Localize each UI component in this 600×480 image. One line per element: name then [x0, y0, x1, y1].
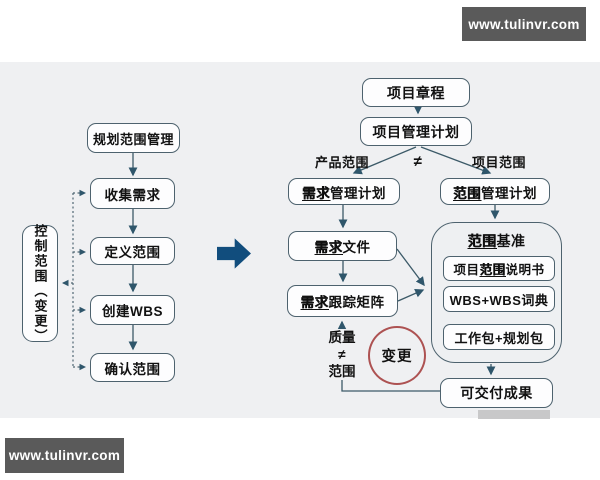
node-label-em: 范围	[453, 185, 481, 201]
node-label-em: 需求	[300, 295, 329, 310]
node-label: 规划范围管理	[92, 131, 174, 147]
watermark-top: www.tulinvr.com	[462, 7, 586, 41]
node-requirements-traceability-matrix: 需求跟踪矩阵	[287, 285, 398, 317]
title-rest: 基准	[496, 233, 526, 249]
node-label: 项目章程	[387, 84, 445, 101]
node-label: 管理计划	[330, 185, 386, 201]
change-label: 变更	[381, 349, 413, 365]
node-validate-scope: 确认范围	[90, 353, 175, 382]
node-project-management-plan: 项目管理计划	[360, 117, 472, 146]
node-label-em: 需求	[314, 240, 343, 255]
label-project-scope: 项目范围	[471, 155, 526, 170]
node-project-charter: 项目章程	[362, 78, 470, 107]
scope-line: 范围	[328, 364, 356, 379]
shadow-smudge	[478, 410, 550, 419]
node-label: 管理计划	[481, 185, 537, 201]
node-label: 创建WBS	[102, 304, 163, 319]
node-create-wbs: 创建WBS	[90, 295, 175, 325]
node-label-em: 范围	[479, 263, 506, 277]
label-not-equal: ≠	[413, 153, 423, 170]
label-product-scope: 产品范围	[314, 155, 369, 170]
scope-baseline-title: 范围基准	[431, 231, 562, 251]
node-requirements-management-plan: 需求管理计划	[288, 178, 400, 205]
node-label: 说明书	[505, 263, 545, 277]
change-circle: 变更	[368, 326, 426, 385]
node-label: 项目管理计划	[372, 123, 460, 140]
node-scope-management-plan: 范围管理计划	[440, 178, 550, 205]
node-label: 确认范围	[104, 361, 161, 377]
node-plan-scope-management: 规划范围管理	[87, 123, 180, 153]
node-requirements-documents: 需求文件	[288, 231, 397, 261]
node-label: 文件	[342, 240, 371, 255]
node-wbs-dictionary: WBS+WBS词典	[443, 286, 555, 312]
node-work-packages: 工作包+规划包	[443, 324, 555, 350]
node-collect-requirements: 收集需求	[90, 178, 175, 209]
label-quality-not-equal-scope: 质量 ≠ 范围	[320, 329, 364, 380]
node-deliverables: 可交付成果	[440, 378, 553, 408]
watermark-text: www.tulinvr.com	[8, 448, 121, 463]
node-project-scope-statement: 项目范围说明书	[443, 256, 555, 281]
watermark-text: www.tulinvr.com	[468, 16, 580, 32]
node-define-scope: 定义范围	[90, 237, 175, 265]
node-control-scope: 控制范围（变更）	[22, 223, 58, 344]
title-em: 范围	[467, 233, 497, 249]
node-label-em: 需求	[302, 185, 330, 201]
node-label: 定义范围	[104, 245, 161, 260]
node-label: 收集需求	[104, 187, 161, 203]
node-label: 工作包+规划包	[454, 330, 544, 346]
node-label: 跟踪矩阵	[328, 295, 385, 310]
quality-line: 质量	[328, 330, 356, 345]
node-label: WBS+WBS词典	[449, 292, 549, 308]
watermark-bottom: www.tulinvr.com	[5, 438, 124, 473]
node-label: 控制范围（变更）	[32, 223, 48, 344]
node-label: 可交付成果	[460, 385, 533, 401]
not-equal-line: ≠	[338, 347, 346, 362]
node-label: 项目	[453, 263, 480, 277]
